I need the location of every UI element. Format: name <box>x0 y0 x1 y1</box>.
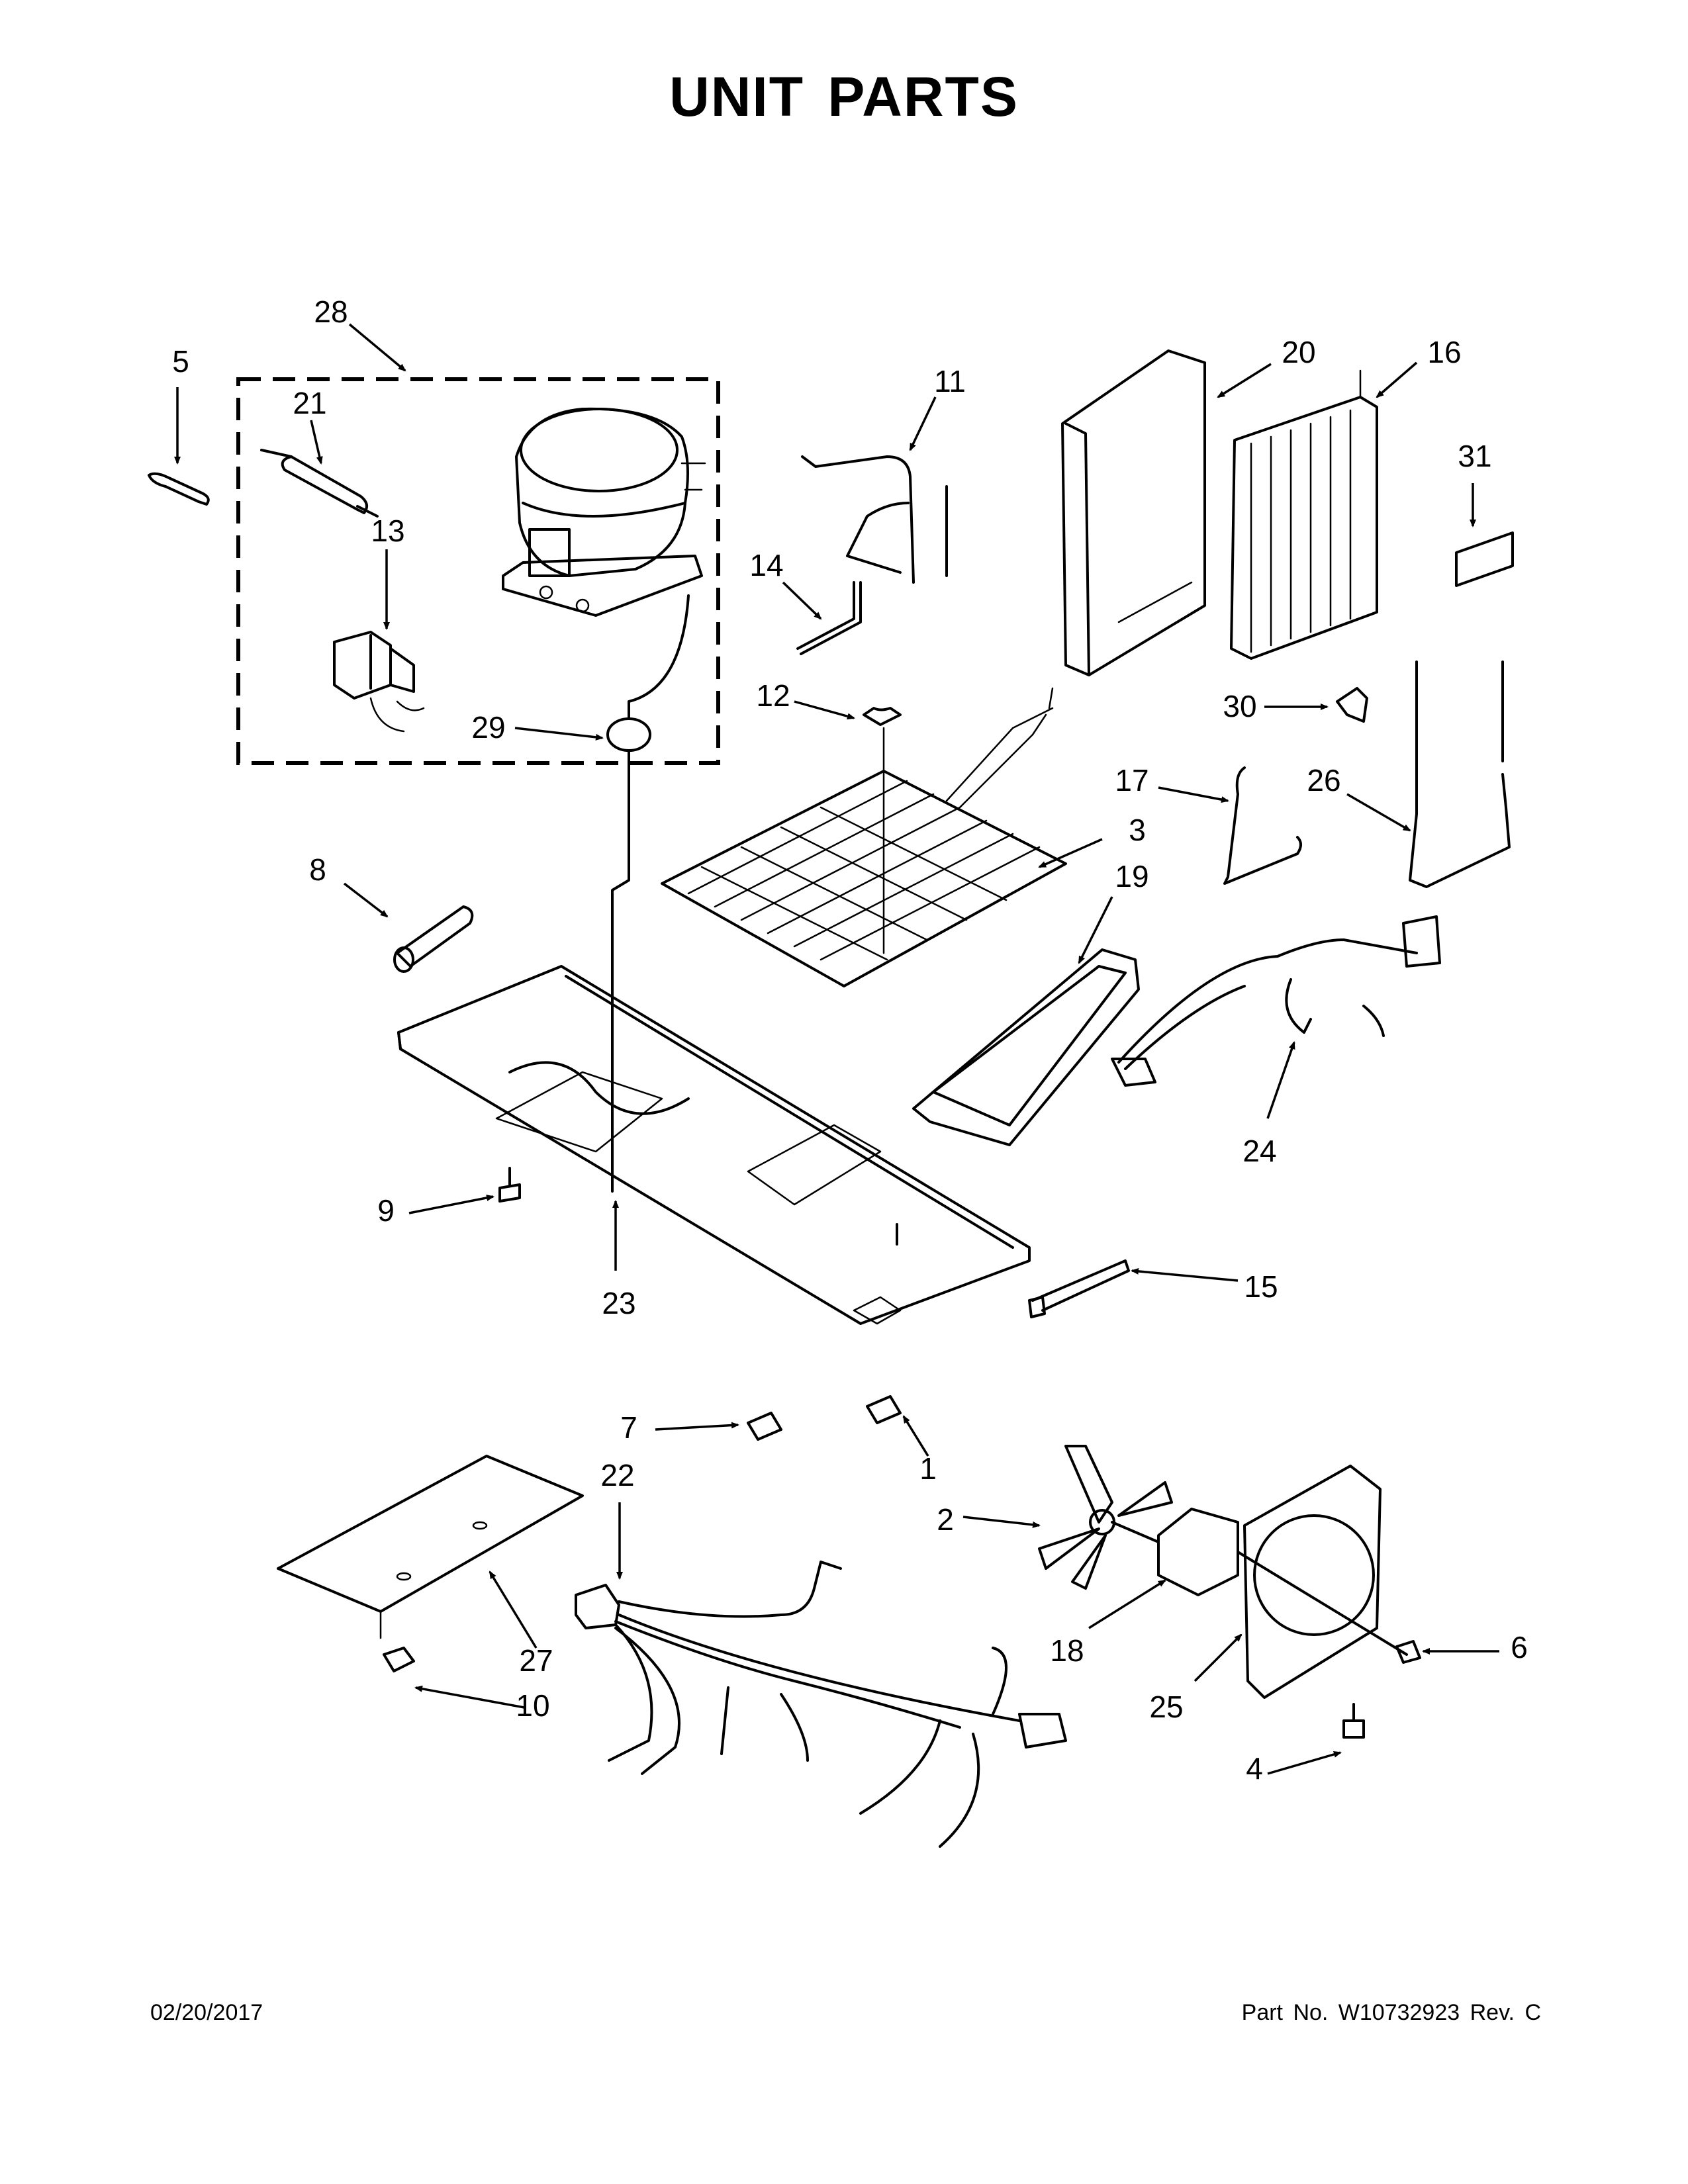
base-plate-part <box>397 965 1031 1325</box>
callout-17: 17 <box>1115 763 1149 797</box>
page-title: UNIT PARTS <box>669 66 1019 128</box>
callout-18: 18 <box>1050 1633 1084 1668</box>
callout-2: 2 <box>937 1502 954 1537</box>
footer-date: 02/20/2017 <box>150 2000 263 2025</box>
callout-6: 6 <box>1511 1630 1528 1664</box>
callout-labels: 1 2 3 4 5 6 7 8 9 10 11 12 13 14 15 16 1… <box>172 295 1528 1786</box>
callout-24: 24 <box>1243 1134 1276 1168</box>
condenser-shroud-part <box>1061 349 1206 676</box>
callout-14: 14 <box>749 548 783 582</box>
callout-28: 28 <box>314 295 348 329</box>
clip-12-part <box>863 707 902 726</box>
compressor-part <box>502 407 706 617</box>
callout-23: 23 <box>602 1286 635 1320</box>
grommet-1-part <box>866 1395 902 1424</box>
callout-31: 31 <box>1458 439 1491 473</box>
condenser-part <box>1230 369 1378 660</box>
callout-13: 13 <box>371 514 404 548</box>
compressor-kit-boundary <box>236 377 720 765</box>
cover-27-part <box>277 1455 584 1639</box>
callout-12: 12 <box>756 678 790 713</box>
callout-30: 30 <box>1223 689 1256 723</box>
callout-29: 29 <box>471 710 505 745</box>
wire-harness-part <box>575 1561 1067 1848</box>
screw-9-part <box>498 1167 521 1203</box>
callout-4: 4 <box>1246 1751 1263 1786</box>
part-8 <box>393 905 474 973</box>
part-31 <box>1455 531 1514 587</box>
overload-part <box>606 594 690 1193</box>
callout-8: 8 <box>309 852 326 887</box>
start-relay-part <box>333 631 425 733</box>
callout-21: 21 <box>293 386 326 420</box>
callout-1: 1 <box>919 1451 937 1486</box>
callout-10: 10 <box>516 1688 549 1723</box>
power-harness-part <box>1111 915 1441 1087</box>
leader-arrows <box>174 323 1499 1775</box>
evaporator-part <box>661 687 1067 987</box>
callout-15: 15 <box>1244 1269 1278 1304</box>
screw-4-part <box>1342 1703 1365 1739</box>
callout-11: 11 <box>934 364 966 398</box>
screw-6-part <box>1395 1640 1421 1664</box>
footer-part-number: Part No. W10732923 Rev. C <box>1241 2000 1541 2025</box>
callout-7: 7 <box>620 1410 637 1445</box>
callout-27: 27 <box>519 1643 553 1678</box>
callout-9: 9 <box>377 1193 395 1228</box>
tube-26-part <box>1409 660 1511 888</box>
tube-17-part <box>1223 766 1302 885</box>
fan-bracket-part <box>1237 1465 1408 1699</box>
fan-blade-part <box>1038 1445 1173 1590</box>
callout-22: 22 <box>600 1458 634 1492</box>
clip-10-part <box>383 1647 415 1672</box>
callout-26: 26 <box>1307 763 1340 797</box>
callout-20: 20 <box>1282 335 1315 369</box>
callout-3: 3 <box>1129 813 1146 847</box>
cable-tie-part <box>1028 1259 1130 1318</box>
filter-drier-part <box>260 449 379 518</box>
callout-19: 19 <box>1115 859 1149 893</box>
tube-11-part <box>801 455 948 584</box>
tube-14-part <box>796 581 862 655</box>
drain-pan-part <box>912 948 1140 1146</box>
clip-30-part <box>1336 687 1368 723</box>
callout-25: 25 <box>1149 1690 1183 1724</box>
fan-motor-part <box>1111 1508 1239 1596</box>
callout-5: 5 <box>172 344 189 379</box>
callout-16: 16 <box>1427 335 1461 369</box>
strap-part <box>148 472 210 506</box>
grommet-7-part <box>747 1412 782 1441</box>
